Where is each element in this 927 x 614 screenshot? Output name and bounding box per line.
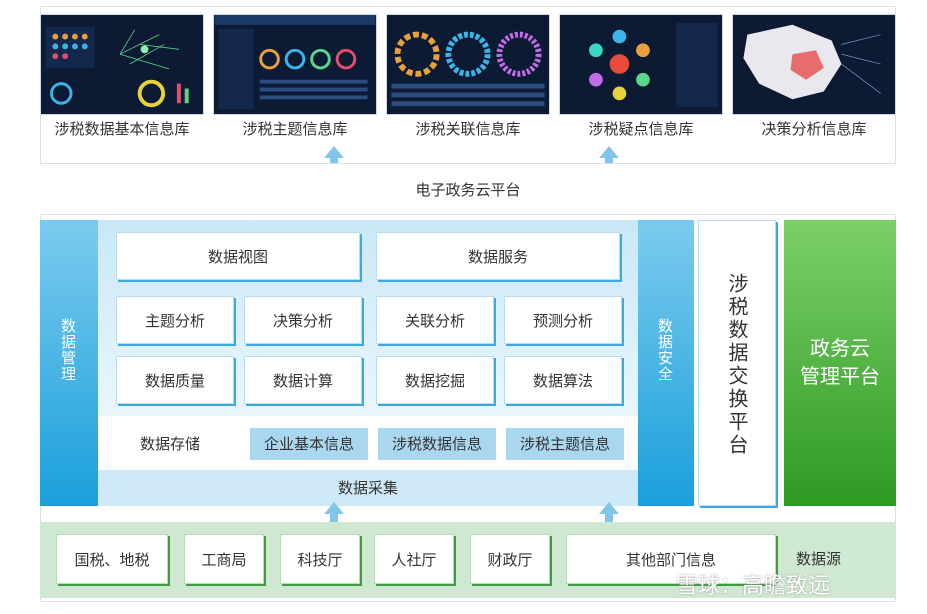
dashboard-radial-thumbnail <box>386 14 550 115</box>
storage-label: 数据存储 <box>140 435 201 453</box>
dashboard-bubbles-thumbnail <box>559 14 723 115</box>
data-sources-label: 数据源 <box>796 550 842 568</box>
storage-item: 涉税主题信息 <box>506 428 624 460</box>
processing-box: 数据挖掘 <box>376 356 494 404</box>
analysis-box: 决策分析 <box>244 296 362 344</box>
module-label-decision: 决策分析信息库 <box>761 120 867 138</box>
gov-cloud-management-box: 政务云 管理平台 <box>784 220 896 506</box>
data-source-box: 国税、地税 <box>56 534 168 584</box>
data-security-column: 数据安全 <box>638 220 694 506</box>
analysis-box: 主题分析 <box>116 296 234 344</box>
data-source-box: 财政厅 <box>470 534 550 584</box>
data-security-label: 数据安全 <box>656 318 674 382</box>
gov-cloud-line1: 政务云 <box>810 336 870 360</box>
data-source-box: 其他部门信息 <box>566 534 776 584</box>
cloud-platform-band: 电子政务云平台 <box>40 163 896 215</box>
data-management-label: 数据管理 <box>59 318 77 382</box>
data-view-box: 数据视图 <box>116 232 360 280</box>
data-management-column: 数据管理 <box>40 220 98 506</box>
data-source-box: 科技厅 <box>280 534 360 584</box>
data-source-box: 人社厅 <box>374 534 454 584</box>
storage-item: 涉税数据信息 <box>378 428 496 460</box>
storage-item: 企业基本信息 <box>250 428 368 460</box>
data-source-box: 工商局 <box>184 534 264 584</box>
watermark-text: 雪球：高瞻致远 <box>676 574 831 599</box>
exchange-platform-label: 涉税数据交换平台 <box>725 273 749 457</box>
gov-cloud-line2: 管理平台 <box>800 364 880 388</box>
up-arrow-icon <box>324 502 344 524</box>
module-label-basic: 涉税数据基本信息库 <box>54 120 190 138</box>
exchange-platform-box: 涉税数据交换平台 <box>698 220 776 506</box>
module-label-relation: 涉税关联信息库 <box>415 120 521 138</box>
data-service-box: 数据服务 <box>376 232 620 280</box>
dashboard-map-thumbnail <box>732 14 896 115</box>
dashboard-rings-thumbnail <box>213 14 377 115</box>
module-label-suspect: 涉税疑点信息库 <box>588 120 694 138</box>
processing-box: 数据算法 <box>504 356 622 404</box>
analysis-box: 预测分析 <box>504 296 622 344</box>
module-label-topic: 涉税主题信息库 <box>242 120 348 138</box>
analysis-box: 关联分析 <box>376 296 494 344</box>
data-collection-bar: 数据采集 <box>98 470 638 506</box>
dashboard-graph-thumbnail <box>40 14 204 115</box>
processing-box: 数据质量 <box>116 356 234 404</box>
processing-box: 数据计算 <box>244 356 362 404</box>
up-arrow-icon <box>599 502 619 524</box>
